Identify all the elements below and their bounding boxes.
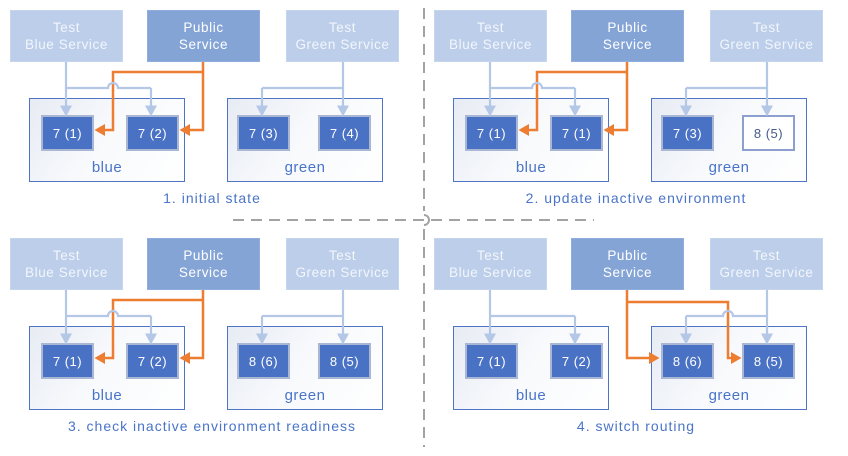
service-label-line: Green Service xyxy=(295,37,390,52)
panel-3-check-inactive-environment-readiness: Test Blue Service Public Service Test Gr… xyxy=(0,228,424,456)
blue-environment-box: 7 (1) 7 (2) blue xyxy=(453,326,609,410)
service-label-line: Test xyxy=(52,20,81,35)
test-blue-service-box: Test Blue Service xyxy=(434,238,547,290)
public-service-box: Public Service xyxy=(147,10,260,62)
pod: 7 (3) xyxy=(237,115,290,151)
service-label-line: Service xyxy=(602,37,653,52)
pod: 8 (6) xyxy=(237,343,290,379)
panel-caption: 2. update inactive environment xyxy=(525,190,747,206)
pod: 7 (2) xyxy=(126,115,179,151)
service-label-line: Test xyxy=(328,248,357,263)
test-green-service-box: Test Green Service xyxy=(286,10,399,62)
pod: 7 (1) xyxy=(465,343,518,379)
service-label-line: Test xyxy=(476,20,505,35)
environment-label: blue xyxy=(91,159,123,176)
public-service-box: Public Service xyxy=(147,238,260,290)
service-label-line: Green Service xyxy=(719,265,814,280)
green-environment-box: 8 (6) 8 (5) green xyxy=(651,326,807,410)
green-environment-box: 7 (3) 8 (5) green xyxy=(651,98,807,182)
service-label-line: Test xyxy=(52,248,81,263)
test-green-service-box: Test Green Service xyxy=(710,238,823,290)
service-label-line: Test xyxy=(476,248,505,263)
service-label-line: Blue Service xyxy=(25,265,108,280)
pod: 7 (2) xyxy=(126,343,179,379)
pod: 7 (1) xyxy=(465,115,518,151)
pod: 8 (5) xyxy=(742,343,795,379)
panel-caption: 1. initial state xyxy=(163,190,261,206)
environment-label: green xyxy=(708,387,750,404)
pod: 8 (6) xyxy=(661,343,714,379)
service-label-line: Service xyxy=(602,265,653,280)
service-label-line: Public xyxy=(183,20,224,35)
test-blue-service-box: Test Blue Service xyxy=(434,10,547,62)
blue-environment-box: 7 (1) 7 (1) blue xyxy=(453,98,609,182)
panel-4-switch-routing: Test Blue Service Public Service Test Gr… xyxy=(424,228,848,456)
pod: 7 (1) xyxy=(41,343,94,379)
pod: 7 (1) xyxy=(41,115,94,151)
test-green-service-box: Test Green Service xyxy=(710,10,823,62)
service-label-line: Public xyxy=(607,248,648,263)
pod: 7 (3) xyxy=(661,115,714,151)
test-blue-service-box: Test Blue Service xyxy=(10,238,123,290)
service-label-line: Green Service xyxy=(295,265,390,280)
environment-label: blue xyxy=(515,159,547,176)
pod: 8 (5) xyxy=(318,343,371,379)
pod: 7 (2) xyxy=(550,343,603,379)
environment-label: green xyxy=(284,387,326,404)
test-blue-service-box: Test Blue Service xyxy=(10,10,123,62)
service-label-line: Public xyxy=(183,248,224,263)
service-label-line: Test xyxy=(752,20,781,35)
service-label-line: Blue Service xyxy=(449,37,532,52)
panel-1-initial-state: Test Blue Service Public Service Test Gr… xyxy=(0,0,424,228)
service-label-line: Blue Service xyxy=(449,265,532,280)
public-service-box: Public Service xyxy=(571,238,684,290)
pod: 7 (1) xyxy=(550,115,603,151)
blue-environment-box: 7 (1) 7 (2) blue xyxy=(29,326,185,410)
service-label-line: Service xyxy=(178,265,229,280)
public-service-box: Public Service xyxy=(571,10,684,62)
service-label-line: Test xyxy=(752,248,781,263)
service-label-line: Blue Service xyxy=(25,37,108,52)
environment-label: green xyxy=(284,159,326,176)
environment-label: green xyxy=(708,159,750,176)
service-label-line: Service xyxy=(178,37,229,52)
panel-caption: 3. check inactive environment readiness xyxy=(67,418,357,434)
pod: 7 (4) xyxy=(318,115,371,151)
service-label-line: Public xyxy=(607,20,648,35)
environment-label: blue xyxy=(515,387,547,404)
environment-label: blue xyxy=(91,387,123,404)
test-green-service-box: Test Green Service xyxy=(286,238,399,290)
service-label-line: Test xyxy=(328,20,357,35)
blue-environment-box: 7 (1) 7 (2) blue xyxy=(29,98,185,182)
pod: 8 (5) xyxy=(742,115,795,151)
green-environment-box: 7 (3) 7 (4) green xyxy=(227,98,383,182)
service-label-line: Green Service xyxy=(719,37,814,52)
panel-caption: 4. switch routing xyxy=(576,418,696,434)
panel-2-update-inactive-environment: Test Blue Service Public Service Test Gr… xyxy=(424,0,848,228)
green-environment-box: 8 (6) 8 (5) green xyxy=(227,326,383,410)
